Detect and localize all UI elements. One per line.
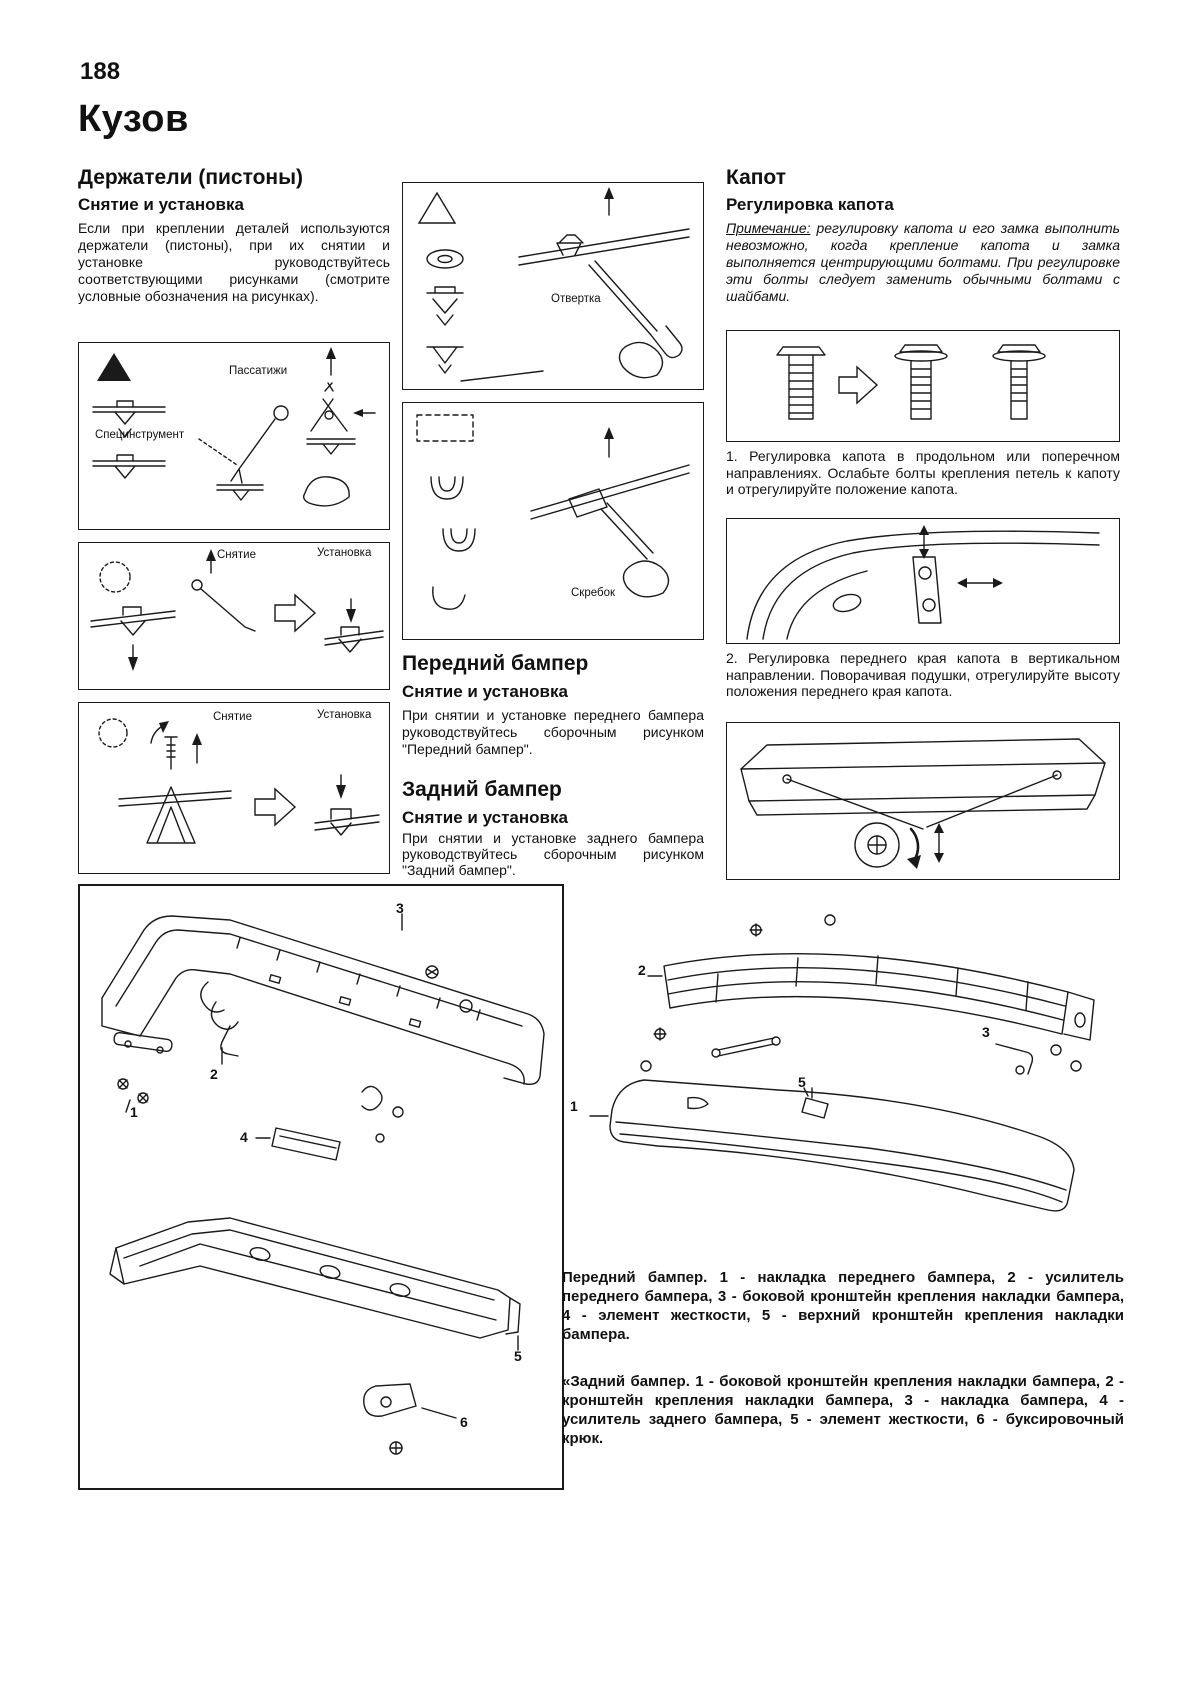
screw-grommet-illustration (98, 718, 380, 844)
rear-bumper-caption: «Задний бампер. 1 - боковой кронштейн кр… (562, 1373, 1124, 1447)
fig-screwdriver-removal: Отвертка (402, 182, 704, 390)
holders-body: Если при креплении деталей используются … (78, 220, 390, 304)
clip-removal-tools-illustration (92, 347, 376, 507)
rear-bumper-heading: Задний бампер (402, 778, 562, 801)
scraper-removal-illustration (416, 414, 690, 610)
front-bumper-subheading: Снятие и установка (402, 682, 568, 701)
hood-subheading: Регулировка капота (726, 195, 894, 214)
screwdriver-removal-illustration (417, 187, 690, 382)
clip-pry-illustration (90, 549, 384, 671)
front-callout-5: 5 (798, 1074, 806, 1090)
screwdriver-label: Отвертка (551, 293, 601, 305)
rear-bumper-body: При снятии и установке заднего бампера р… (402, 830, 704, 878)
hood-note: Примечание: регулировку капота и его зам… (726, 220, 1120, 305)
screw-remove-label: Снятие (213, 711, 252, 723)
hood-bolts-illustration (776, 344, 1046, 420)
holders-subheading: Снятие и установка (78, 195, 244, 214)
front-bumper-exploded-illustration (589, 914, 1095, 1212)
page-title: Кузов (78, 98, 189, 140)
front-bumper-caption: Передний бампер. 1 - накладка переднего … (562, 1269, 1124, 1343)
special-tool-label: Специнструмент (95, 429, 185, 441)
front-callout-2: 2 (638, 962, 646, 978)
screw-install-label: Установка (317, 709, 372, 721)
page-number: 188 (80, 58, 121, 85)
hood-step2: 2. Регулировка переднего края капота в в… (726, 650, 1120, 699)
front-bumper-body: При снятии и установке переднего бампера… (402, 707, 704, 757)
pry-install-label: Установка (317, 547, 372, 559)
pry-remove-label: Снятие (217, 549, 256, 561)
hood-heading: Капот (726, 166, 787, 189)
front-callout-1: 1 (570, 1098, 578, 1114)
hood-step1: 1. Регулировка капота в продольном или п… (726, 448, 1120, 497)
fig-hood-bolts (726, 330, 1120, 442)
rear-callout-3: 3 (396, 900, 404, 916)
hood-cushion-illustration (740, 738, 1106, 869)
rear-callout-6: 6 (460, 1414, 468, 1430)
front-callout-3: 3 (982, 1024, 990, 1040)
hood-hinge-illustration (746, 525, 1100, 640)
fig-hood-cushion (726, 722, 1120, 880)
fig-hood-hinge (726, 518, 1120, 644)
pliers-label: Пассатижи (229, 365, 288, 377)
fig-screw-grommet: Снятие Установка (78, 702, 390, 874)
rear-bumper-exploded-illustration (101, 913, 545, 1455)
holders-heading: Держатели (пистоны) (78, 166, 304, 189)
rear-bumper-subheading: Снятие и установка (402, 808, 568, 827)
fig-clip-removal-tools: Пассатижи Специнструмент (78, 342, 390, 530)
fig-rear-bumper-exploded: 1 2 3 4 5 6 (78, 884, 564, 1490)
hood-note-label: Примечание: (726, 220, 811, 236)
rear-callout-4: 4 (240, 1129, 248, 1145)
rear-callout-1: 1 (130, 1104, 138, 1120)
fig-clip-pry: Снятие Установка (78, 542, 390, 690)
rear-callout-2: 2 (210, 1066, 218, 1082)
fig-front-bumper-exploded: 1 2 3 5 (568, 884, 1124, 1262)
rear-callout-5: 5 (514, 1348, 522, 1364)
hood-note-body: регулировку капота и его замка выполнить… (726, 220, 1120, 304)
fig-scraper-removal: Скребок (402, 402, 704, 640)
front-bumper-heading: Передний бампер (402, 652, 589, 675)
scraper-label: Скребок (571, 587, 616, 599)
